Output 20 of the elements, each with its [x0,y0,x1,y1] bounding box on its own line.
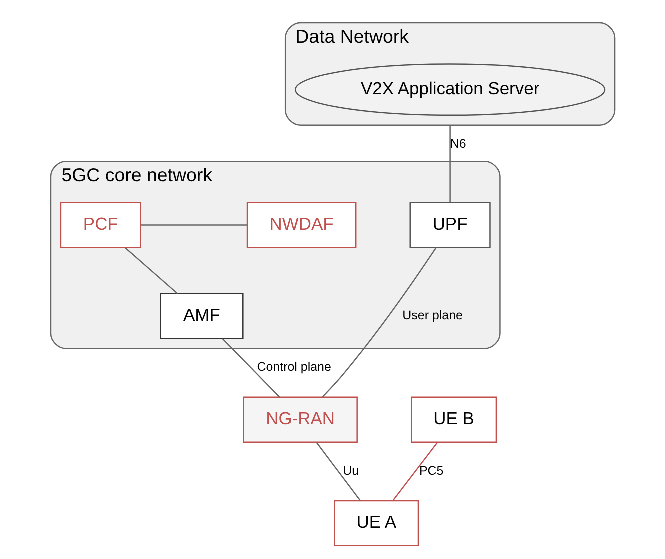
connector [124,247,178,294]
connector [316,442,361,502]
node-box: NG-RAN [242,396,358,443]
connector [322,248,436,398]
edge-label: Uu [342,464,359,478]
node-ellipse: V2X Application Server [294,64,606,116]
node-box: AMF [160,293,244,340]
node-box: UE B [410,396,497,443]
edge-label: PC5 [418,464,444,478]
node-box: UE A [334,500,419,547]
edge-label: N6 [450,136,466,151]
connector [449,125,450,202]
node-box: NWDAF [246,202,356,248]
edge-label: Control plane [256,360,331,374]
edge-label: User plane [402,308,462,322]
node-box: UPF [409,202,490,248]
connector [140,224,247,226]
connector [222,338,280,398]
connector [392,442,438,502]
node-box: PCF [60,202,141,248]
